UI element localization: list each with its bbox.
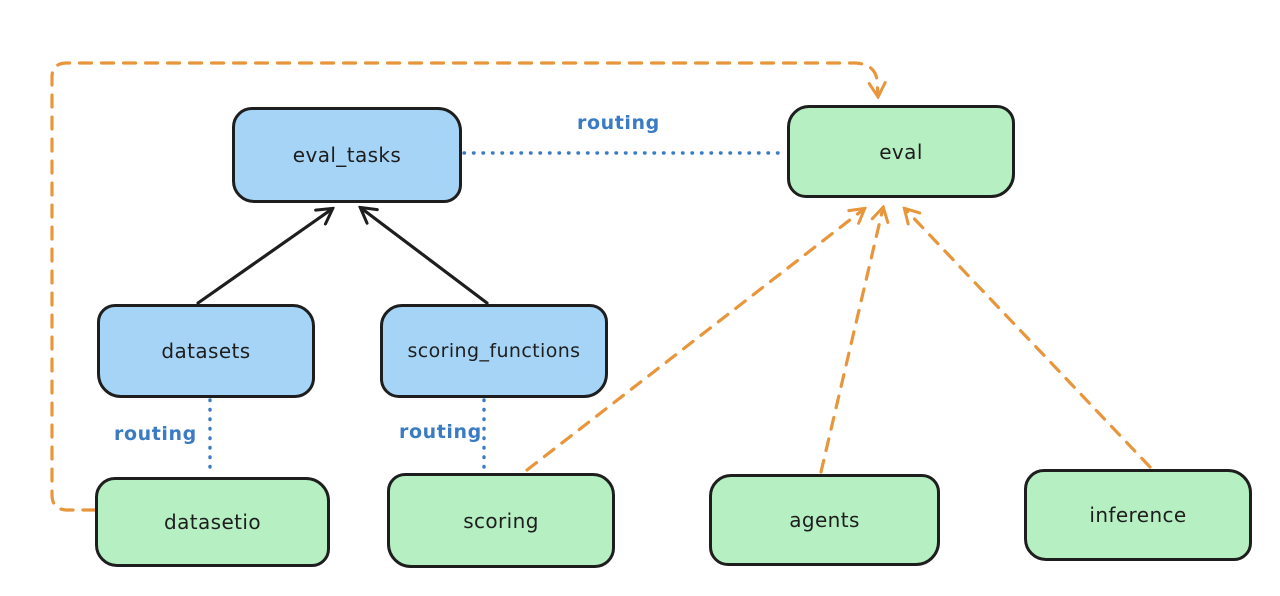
edge-datasets-to-eval-tasks	[196, 209, 332, 305]
edge-datasetio-to-eval	[50, 61, 878, 512]
node-scoring-label: scoring	[463, 508, 539, 533]
node-datasets-label: datasets	[161, 339, 251, 363]
node-eval-label: eval	[879, 139, 923, 164]
edge-label-routing-mid: routing	[399, 421, 482, 443]
node-inference-label: inference	[1089, 503, 1187, 527]
node-eval-tasks-label: eval_tasks	[292, 143, 402, 167]
node-scoring-functions: scoring_functions	[380, 304, 608, 398]
node-scoring-functions-label: scoring_functions	[407, 340, 581, 362]
node-eval: eval	[787, 105, 1015, 198]
edge-inference-to-eval	[905, 209, 1152, 469]
edge-label-routing-left: routing	[114, 423, 197, 445]
node-eval-tasks: eval_tasks	[232, 107, 462, 203]
node-scoring: scoring	[387, 473, 615, 568]
node-inference: inference	[1024, 469, 1252, 561]
edge-scoring-to-eval	[525, 209, 864, 472]
edge-agents-to-eval	[819, 208, 883, 474]
node-agents: agents	[709, 474, 940, 566]
node-datasetio: datasetio	[95, 477, 330, 567]
node-agents-label: agents	[789, 508, 860, 532]
node-datasets: datasets	[97, 304, 315, 398]
node-datasetio-label: datasetio	[163, 510, 261, 534]
edge-scoring-functions-to-eval-tasks	[361, 208, 489, 305]
edge-label-routing-top: routing	[577, 112, 660, 134]
